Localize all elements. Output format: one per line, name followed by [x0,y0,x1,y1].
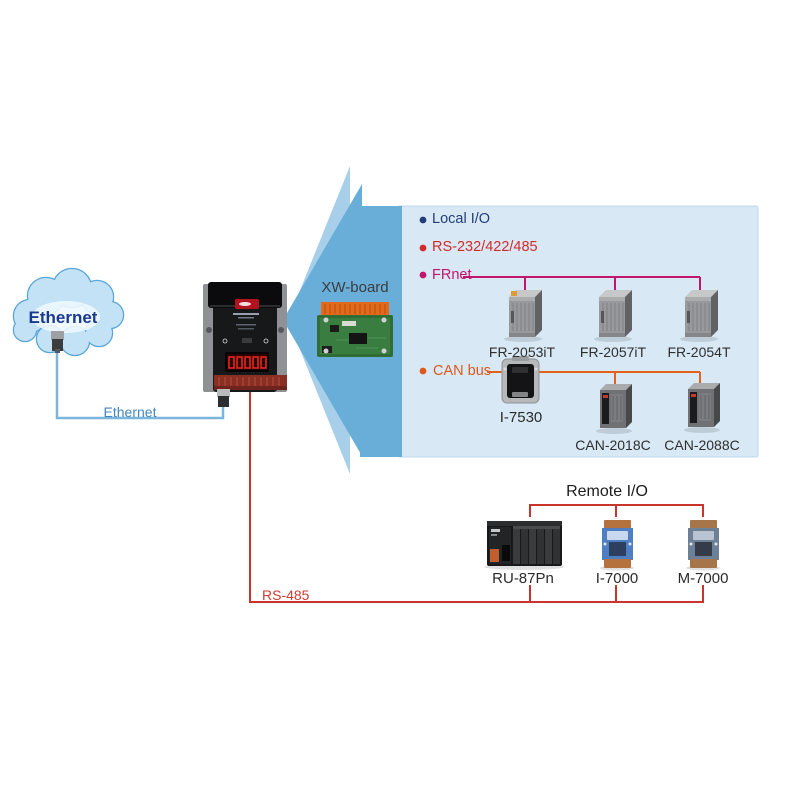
controller-display [225,352,269,372]
remote-io-top-bracket [529,504,704,517]
fr-2057it-module-image [593,289,633,343]
i-7530-module-image [501,356,540,404]
fr-2053it-label: FR-2053iT [488,344,556,360]
ethernet-line-label: Ethernet [103,404,157,420]
fr-2054t-module-image [679,289,719,343]
xw-board-label: XW-board [321,279,389,296]
frnet-bus-line [463,276,701,298]
bullet-can-bus [419,367,427,375]
i-7000-module-image [600,520,634,571]
controller-terminal-strip [214,375,287,390]
ethernet-cloud [12,267,125,357]
controller-logo [235,299,259,309]
xw-board-image [317,302,393,357]
i-7530-label: I-7530 [499,409,543,426]
rs485-line-label: RS-485 [262,587,310,603]
controller-device-image [203,282,287,407]
legend-bullets [419,216,427,375]
bullet-local-io [419,216,427,224]
fr-2057it-label: FR-2057iT [579,344,647,360]
fr-2053it-module-image [503,289,543,343]
legend-item-can-bus: CAN bus [433,363,492,379]
ru-87pn-module-image [484,521,564,570]
legend-item-rs232: RS-232/422/485 [432,239,538,255]
remote-io-title: Remote I/O [566,483,648,500]
can-2088c-module-image [683,382,721,434]
rs485-line [249,388,704,603]
i-7000-label: I-7000 [595,570,639,587]
bullet-rs232 [419,244,427,252]
can-2018c-module-image [595,383,633,435]
cloud-rj45-connector-icon [51,331,64,353]
ethernet-line [55,350,225,420]
can-2088c-label: CAN-2088C [664,437,740,453]
legend-item-frnet: FRnet [432,267,472,283]
ru-87pn-label: RU-87Pn [492,570,554,587]
bullet-frnet [419,271,427,279]
can-2018c-label: CAN-2018C [575,437,651,453]
m-7000-module-image [686,520,720,571]
fr-2054t-label: FR-2054T [667,344,731,360]
ethernet-cloud-label: Ethernet [28,308,98,327]
controller-rj45-connector-icon [217,389,230,407]
m-7000-label: M-7000 [677,570,729,587]
legend-item-local-io: Local I/O [432,211,491,227]
